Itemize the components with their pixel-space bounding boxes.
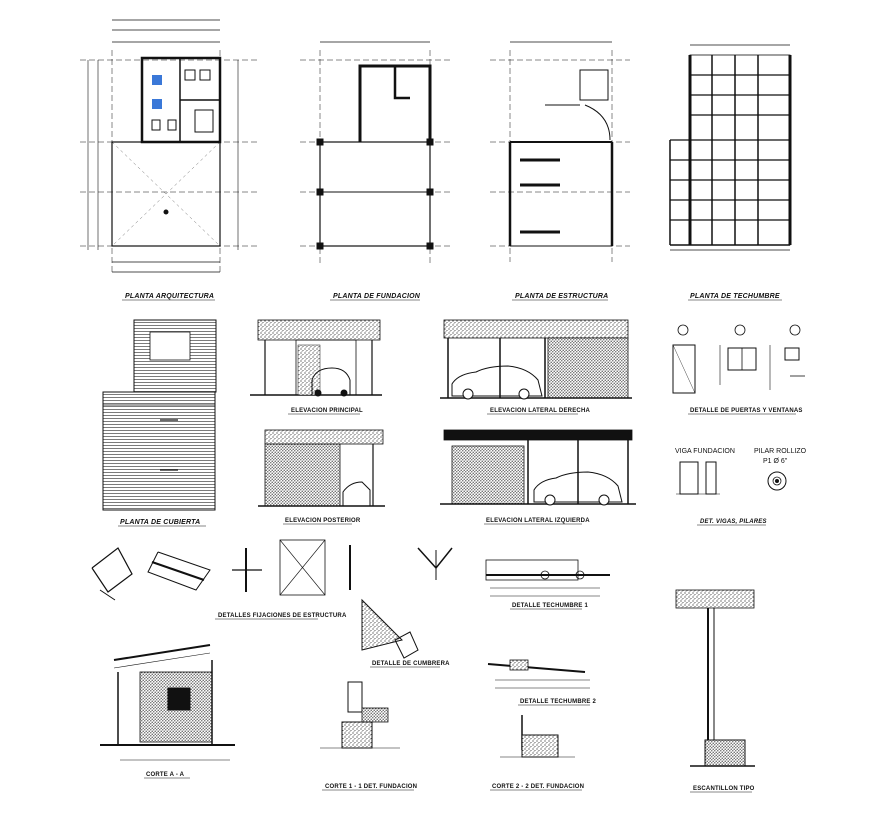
- title-corte-1-1: CORTE 1 - 1 DET. FUNDACION: [325, 784, 417, 790]
- title-detalle-puertas-ventanas: DETALLE DE PUERTAS Y VENTANAS: [690, 408, 803, 414]
- title-detalle-cumbrera: DETALLE DE CUMBRERA: [372, 661, 450, 667]
- title-planta-fundacion: PLANTA DE FUNDACION: [333, 293, 421, 300]
- title-corte-aa: CORTE A - A: [146, 772, 185, 778]
- elevacion-principal: [250, 319, 382, 397]
- detalles-fijaciones: [91, 539, 351, 601]
- title-elevacion-posterior: ELEVACION POSTERIOR: [285, 518, 361, 524]
- title-escantillon-tipo: ESCANTILLON TIPO: [693, 786, 755, 792]
- title-corte-2-2: CORTE 2 - 2 DET. FUNDACION: [492, 784, 584, 790]
- title-planta-arquitectura: PLANTA ARQUITECTURA: [125, 293, 214, 300]
- note-viga-fundacion: VIGA FUNDACION: [675, 448, 735, 455]
- corte-2-2: [500, 715, 575, 758]
- note-pilar-rollizo: PILAR ROLLIZO: [754, 448, 807, 455]
- title-detalle-techumbre-2: DETALLE TECHUMBRE 2: [520, 699, 596, 705]
- title-det-vigas-pilares: DET. VIGAS, PILARES: [700, 519, 767, 525]
- corte-aa: [100, 644, 235, 761]
- elevacion-lateral-izquierda: [440, 429, 636, 506]
- plan-estructura: [490, 41, 630, 262]
- title-elevacion-principal: ELEVACION PRINCIPAL: [291, 408, 363, 414]
- title-detalles-fijaciones: DETALLES FIJACIONES DE ESTRUCTURA: [218, 613, 347, 619]
- plan-cubierta: [102, 319, 217, 511]
- detalle-techumbre-2: [487, 659, 590, 689]
- plan-arquitectura: [80, 19, 260, 275]
- elevacion-posterior: [258, 429, 385, 507]
- title-planta-estructura: PLANTA DE ESTRUCTURA: [515, 293, 608, 300]
- detalle-cumbrera: [361, 547, 453, 659]
- detalle-vigas-pilares: [676, 461, 787, 495]
- elevacion-lateral-derecha: [440, 319, 632, 400]
- title-planta-techumbre: PLANTA DE TECHUMBRE: [690, 293, 780, 300]
- corte-1-1: [320, 681, 400, 749]
- detalle-techumbre-1: [485, 559, 610, 597]
- plan-fundacion: [300, 41, 450, 265]
- plan-techumbre: [669, 44, 792, 251]
- escantillon-tipo: [675, 589, 755, 767]
- note-pilar-dim: P1 Ø 6": [763, 458, 788, 465]
- title-elevacion-lateral-derecha: ELEVACION LATERAL DERECHA: [490, 408, 590, 414]
- title-planta-cubierta: PLANTA DE CUBIERTA: [120, 519, 200, 526]
- title-elevacion-lateral-izquierda: ELEVACION LATERAL IZQUIERDA: [486, 518, 590, 524]
- detalle-puertas-ventanas: [672, 324, 805, 394]
- title-detalle-techumbre-1: DETALLE TECHUMBRE 1: [512, 603, 588, 609]
